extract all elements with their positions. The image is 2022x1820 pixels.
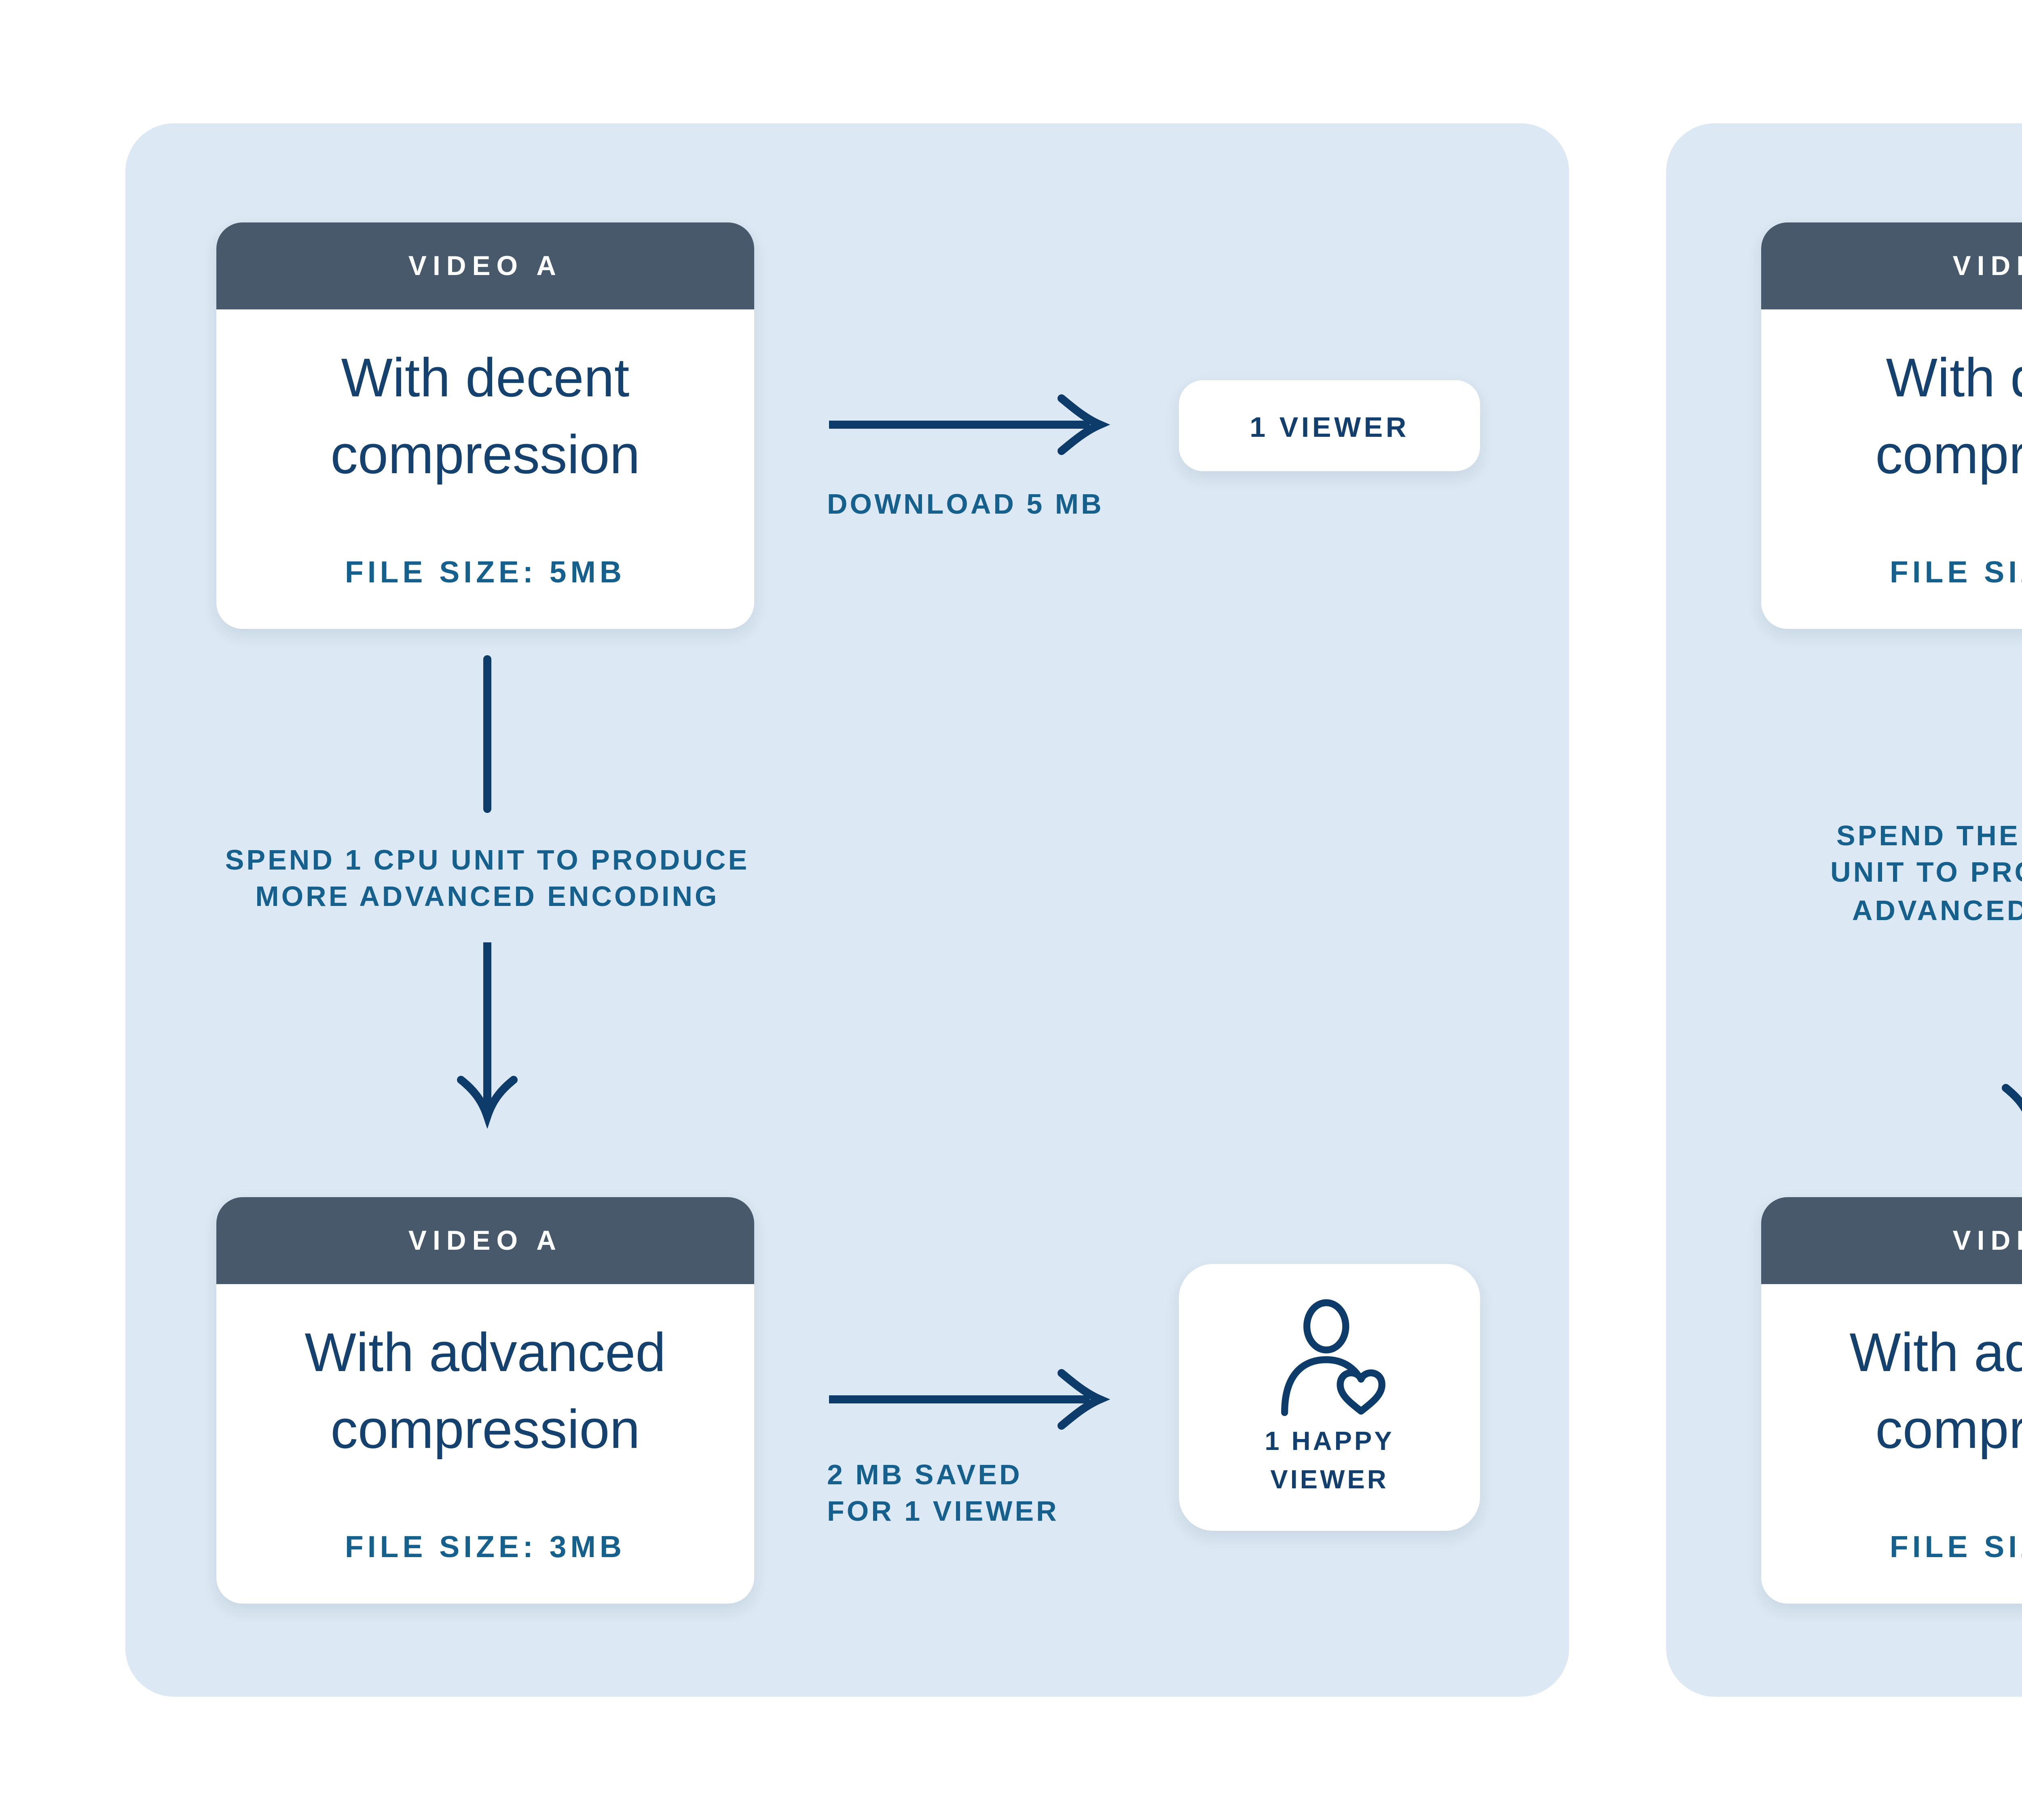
file-size-label: FILE SIZE: 3MB: [1889, 1531, 2022, 1565]
cpu-note: SPEND THE SAME 1 CPU UNIT TO PRODUCE MOR…: [1830, 819, 2022, 926]
panel-video-a: VIDEO A With decent compression FILE SIZ…: [125, 123, 1569, 1697]
card-body: With advanced compression FILE SIZE: 3MB: [216, 1284, 754, 1604]
card-video-a-decent: VIDEO A With decent compression FILE SIZ…: [216, 222, 754, 629]
card-header: VIDEO B: [1761, 1197, 2022, 1284]
card-video-b-advanced: VIDEO B With advanced compression FILE S…: [1761, 1197, 2022, 1604]
download-note: DOWNLOAD 5 MB: [827, 487, 1104, 520]
viewers-box: 1 VIEWER: [1179, 380, 1480, 471]
card-header: VIDEO A: [216, 1197, 754, 1284]
arrow-down-icon: [457, 942, 518, 1128]
card-body: With advanced compression FILE SIZE: 3MB: [1761, 1284, 2022, 1604]
card-title: With advanced compression: [1849, 1323, 2022, 1461]
file-size-label: FILE SIZE: 5MB: [1889, 556, 2022, 590]
card-title: With decent compression: [1875, 348, 2022, 486]
card-title: With advanced compression: [305, 1323, 666, 1461]
card-video-b-decent: VIDEO B With decent compression FILE SIZ…: [1761, 222, 2022, 629]
arrow-right-icon: [829, 1369, 1110, 1430]
saved-note: 2 MB SAVED FOR 1 VIEWER: [827, 1458, 1059, 1528]
file-size-label: FILE SIZE: 5MB: [345, 556, 626, 590]
happy-viewer-box: 1 HAPPY VIEWER: [1179, 1264, 1480, 1531]
card-title: With decent compression: [330, 348, 640, 486]
file-size-label: FILE SIZE: 3MB: [345, 1531, 626, 1565]
card-video-a-advanced: VIDEO A With advanced compression FILE S…: [216, 1197, 754, 1604]
arrow-down-icon: [2002, 1084, 2022, 1112]
card-header: VIDEO B: [1761, 222, 2022, 309]
panel-video-b: VIDEO B With decent compression FILE SIZ…: [1666, 123, 2022, 1697]
arrow-right-icon: [829, 394, 1110, 455]
happy-viewer-label: 1 HAPPY VIEWER: [1265, 1426, 1394, 1494]
card-body: With decent compression FILE SIZE: 5MB: [1761, 309, 2022, 629]
cpu-note: SPEND 1 CPU UNIT TO PRODUCE MORE ADVANCE…: [225, 843, 750, 913]
card-header: VIDEO A: [216, 222, 754, 309]
person-heart-icon: [1280, 1299, 1385, 1416]
arrow-down-shaft: [483, 655, 491, 813]
card-body: With decent compression FILE SIZE: 5MB: [216, 309, 754, 629]
